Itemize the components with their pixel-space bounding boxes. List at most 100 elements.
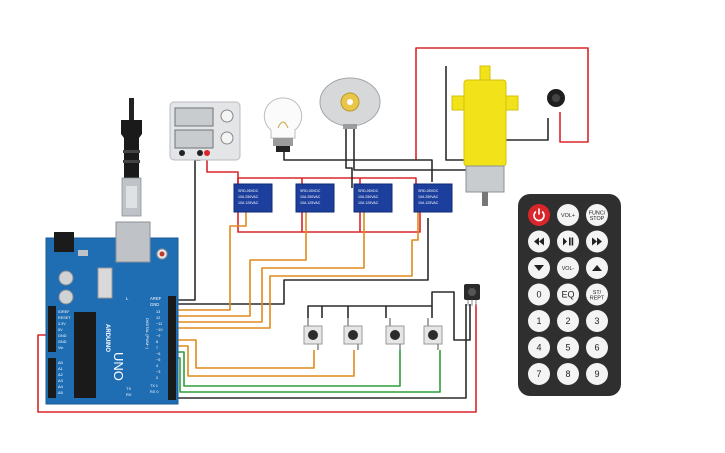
remote-button-eq[interactable]: EQ bbox=[557, 283, 579, 306]
relay-1-line1: SRD-05VDC bbox=[238, 189, 259, 193]
remote-button-4[interactable]: 4 bbox=[528, 336, 550, 359]
relay-3: SRD-05VDC 10A 250VAC 10A 125VAC bbox=[353, 183, 393, 213]
remote-button-func-stop[interactable]: FUNC/STOP bbox=[586, 204, 608, 226]
remote-button-vol-[interactable]: VOL- bbox=[557, 257, 579, 279]
remote-button-label: 2 bbox=[565, 316, 570, 326]
remote-button-label: 3 bbox=[594, 316, 599, 326]
label-rx: RX bbox=[126, 392, 132, 397]
play-pause-button[interactable] bbox=[557, 230, 579, 253]
pushbutton-icon bbox=[385, 318, 405, 350]
remote-button-label: VOL+ bbox=[561, 213, 575, 219]
rewind-icon bbox=[534, 237, 544, 246]
remote-button-face bbox=[557, 257, 579, 279]
remote-button-label: 1 bbox=[536, 316, 541, 326]
up-arrow-button[interactable] bbox=[586, 257, 608, 279]
power-supply-icon bbox=[169, 101, 241, 161]
remote-button-7[interactable]: 7 bbox=[528, 363, 550, 385]
pin-label: TX 1 bbox=[150, 384, 158, 388]
remote-button-label: 4 bbox=[536, 343, 541, 353]
relay-4: SRD-05VDC 10A 250VAC 10A 125VAC bbox=[413, 183, 453, 213]
pin-label: GND bbox=[58, 340, 67, 344]
relay-1-line2: 10A 250VAC bbox=[238, 195, 259, 199]
remote-button-label: REPT bbox=[590, 296, 605, 302]
usb-port bbox=[115, 221, 151, 263]
wire-orange-relay1 bbox=[175, 212, 247, 311]
remote-button-face bbox=[586, 283, 608, 306]
pin-label: ~5 bbox=[156, 358, 160, 362]
remote-button-1[interactable]: 1 bbox=[528, 310, 550, 332]
remote-button-face bbox=[557, 230, 579, 253]
gear-motor-icon bbox=[451, 65, 519, 206]
relay-3-line3: 10A 125VAC bbox=[358, 201, 379, 205]
remote-button-0[interactable]: 0 bbox=[528, 283, 550, 306]
label-tx: TX bbox=[126, 386, 131, 391]
wire-black-motor bbox=[345, 128, 470, 188]
remote-button-face bbox=[586, 336, 608, 359]
wire-black-buttons bbox=[307, 291, 471, 341]
relay-modules: SRD-05VDC 10A 250VAC 10A 125VAC SRD-05VD… bbox=[233, 183, 453, 213]
remote-button-label: 9 bbox=[594, 369, 599, 379]
pin-label: ~10 bbox=[156, 328, 162, 332]
remote-button-face bbox=[586, 363, 608, 385]
relay-3-line1: SRD-05VDC bbox=[358, 189, 379, 193]
remote-button-face bbox=[557, 204, 579, 226]
remote-button-face bbox=[528, 336, 550, 359]
label-gnd: GND bbox=[150, 302, 159, 307]
down-arrow-button[interactable] bbox=[528, 257, 550, 279]
remote-button-6[interactable]: 6 bbox=[586, 336, 608, 359]
relay-2-line2: 10A 250VAC bbox=[300, 195, 321, 199]
label-aref: AREF bbox=[150, 296, 162, 301]
pin-label: RESET bbox=[58, 316, 71, 320]
wire-black-psu bbox=[175, 152, 201, 301]
remote-button-face bbox=[586, 204, 608, 226]
relay-2-line1: SRD-05VDC bbox=[300, 189, 321, 193]
up-arrow-icon bbox=[592, 265, 602, 271]
wire-black-gnd-bus bbox=[175, 218, 429, 305]
remote-button-8[interactable]: 8 bbox=[557, 363, 579, 385]
pin-label: ~6 bbox=[156, 352, 160, 356]
ir-receiver-icon bbox=[464, 284, 480, 306]
remote-button-face bbox=[528, 204, 550, 226]
digital-pin-labels: 13 12 ~11 ~10 ~9 8 7 ~6 ~5 4 ~3 2 TX 1 R… bbox=[150, 310, 162, 394]
remote-button-5[interactable]: 5 bbox=[557, 336, 579, 359]
pin-label: 12 bbox=[156, 316, 160, 320]
pin-label: RX 0 bbox=[150, 390, 158, 394]
fast-forward-button[interactable] bbox=[586, 230, 608, 253]
relay-2: SRD-05VDC 10A 250VAC 10A 125VAC bbox=[295, 183, 335, 213]
relay-1: SRD-05VDC 10A 250VAC 10A 125VAC bbox=[233, 183, 273, 213]
remote-button-3[interactable]: 3 bbox=[586, 310, 608, 332]
digital-label: DIGITAL (PWM~) bbox=[145, 318, 150, 350]
wire-red-gearmotor-loop bbox=[415, 47, 589, 160]
pushbutton-icon bbox=[423, 318, 443, 350]
power-jack bbox=[54, 232, 74, 252]
relay-3-line2: 10A 250VAC bbox=[358, 195, 379, 199]
analog-pin-labels: A0 A1 A2 A3 A4 A5 bbox=[58, 360, 64, 395]
remote-button-st-rept[interactable]: ST/REPT bbox=[586, 283, 608, 306]
model-label: UNO bbox=[111, 352, 126, 381]
power-button[interactable] bbox=[528, 204, 550, 226]
remote-button-label: STOP bbox=[590, 216, 605, 222]
brand-label: ARDUINO bbox=[104, 324, 110, 352]
rewind-button[interactable] bbox=[528, 230, 550, 253]
pin-label: 8 bbox=[156, 340, 158, 344]
label-l: L bbox=[126, 296, 129, 301]
remote-button-label: 7 bbox=[536, 369, 541, 379]
wire-orange-relay2 bbox=[175, 212, 307, 317]
remote-button-vol-[interactable]: VOL+ bbox=[557, 204, 579, 226]
wire-orange-button-feed bbox=[175, 339, 355, 377]
relay-4-line1: SRD-05VDC bbox=[418, 189, 439, 193]
remote-button-face bbox=[557, 310, 579, 332]
remote-button-label: 5 bbox=[565, 343, 570, 353]
pin-label: A0 bbox=[58, 360, 64, 365]
pin-label: 13 bbox=[156, 310, 160, 314]
dc-motor-icon bbox=[319, 77, 381, 129]
remote-button-2[interactable]: 2 bbox=[557, 310, 579, 332]
pin-label: GND bbox=[58, 334, 67, 338]
remote-button-9[interactable]: 9 bbox=[586, 363, 608, 385]
relay-4-line3: 10A 125VAC bbox=[418, 201, 439, 205]
wire-orange-relay3 bbox=[175, 212, 365, 323]
pin-label: A5 bbox=[58, 390, 64, 395]
remote-button-label: FUNC/ bbox=[589, 211, 606, 217]
pin-label: 7 bbox=[156, 346, 158, 350]
